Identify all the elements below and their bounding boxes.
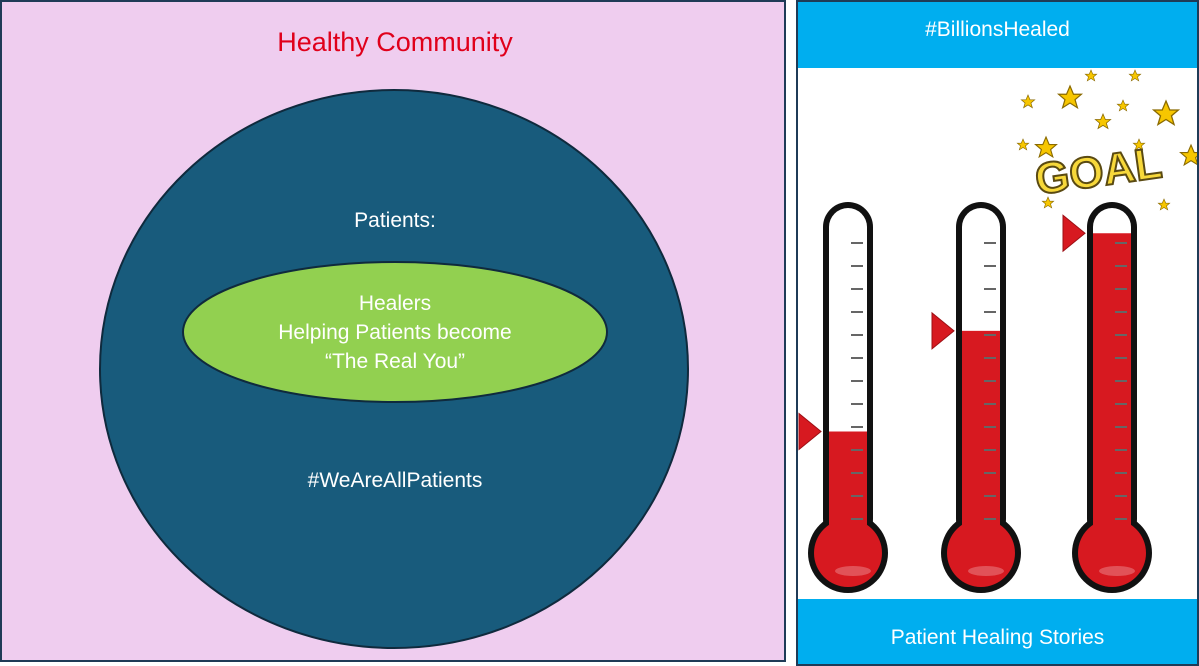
healers-label: Healers [358,292,432,315]
healers-description: Helping Patients become [278,321,512,344]
thermometer-fill [1093,233,1131,553]
panel-title: Healthy Community [277,27,513,57]
thermometer [1072,202,1152,593]
level-arrow-icon [931,311,955,350]
thermometer-fill [829,431,867,553]
thermometer-fill [962,330,1000,553]
hashtag-label: #WeAreAllPatients [307,469,483,492]
thermometer-goal-image: GOAL [798,69,1197,593]
thermometers [808,202,1152,593]
community-diagram [99,89,689,649]
billions-healed-panel: #BillionsHealed GOAL [796,0,1199,666]
patients-label: Patients: [354,209,436,232]
level-arrow-icon [798,412,822,451]
healthy-community-panel: Healthy Community Patients: Healers Help… [0,0,786,662]
patient-healing-stories-banner: Patient Healing Stories [798,599,1197,664]
real-you-quote: “The Real You” [324,350,466,373]
healers-ellipse [182,261,608,403]
thermometer [941,202,1021,593]
billions-healed-banner: #BillionsHealed [798,2,1197,68]
level-arrow-icon [1062,214,1086,253]
thermometer [808,202,888,593]
